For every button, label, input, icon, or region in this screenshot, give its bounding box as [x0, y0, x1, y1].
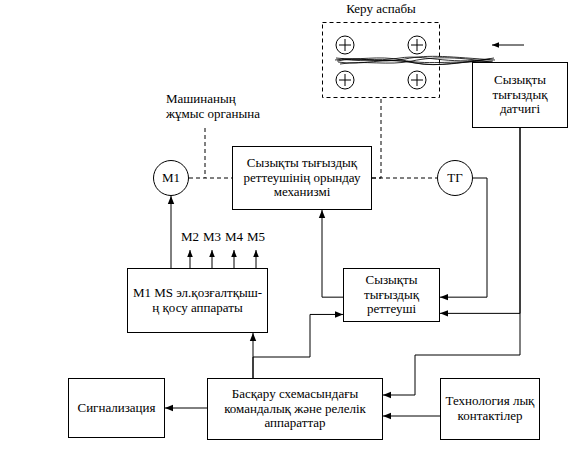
signal-connector: [440, 178, 487, 297]
sensor-box: Сызықты тығыздық датчигі: [472, 62, 568, 128]
mechanical-link: [189, 178, 232, 179]
signal-box: Сигнализация: [68, 378, 165, 438]
signal-connector: [322, 210, 343, 297]
control-box: Басқару схемасындағы командалық және рел…: [207, 378, 383, 440]
feed-direction-arrow: [492, 45, 524, 46]
node-text: Басқару схемасындағы командалық және рел…: [212, 387, 378, 432]
signal-connector: [165, 408, 207, 409]
signal-connector: [383, 128, 520, 395]
signal-connector: [383, 416, 440, 417]
motor-label: М3: [201, 230, 223, 245]
note-label: Машинаның жұмыс органына: [166, 92, 274, 122]
motor-label: М2: [179, 230, 201, 245]
node-text: М1: [162, 171, 180, 186]
leader-line: [205, 128, 206, 178]
node-text: Сызықты тығыздық реттеуші: [348, 273, 435, 318]
signal-connector: [440, 128, 520, 313]
node-text: Технология лық контактілер: [445, 394, 535, 424]
signal-connector: [171, 196, 172, 268]
node-text: Сызықты тығыздық реттеушінің орындау мех…: [237, 156, 367, 201]
motor-circle: М1: [153, 160, 189, 196]
motor-output-arrows: [190, 250, 256, 268]
switching-box: М1 MS эл.қозғалтқыш-ң қосу аппараты: [127, 268, 268, 333]
mechanical-link: [372, 98, 381, 178]
node-text: Сигнализация: [77, 401, 155, 416]
regulator-box: Сызықты тығыздық реттеуші: [343, 268, 440, 322]
device-box: Керу аспабы: [322, 2, 440, 98]
actuator-box: Сызықты тығыздық реттеушінің орындау мех…: [232, 146, 372, 210]
node-text: М1 MS эл.қозғалтқыш-ң қосу аппараты: [132, 286, 263, 316]
mechanical-link: [372, 178, 437, 179]
node-text: ТГ: [447, 171, 462, 186]
dashed-outline: [322, 2, 440, 98]
contacts-box: Технология лық контактілер: [440, 378, 540, 440]
motor-label: М5: [245, 230, 267, 245]
node-text: Керу аспабы: [346, 2, 416, 17]
tachogenerator-circle: ТГ: [437, 160, 473, 196]
motor-label: М4: [223, 230, 245, 245]
node-text: Сызықты тығыздық датчигі: [477, 73, 563, 118]
